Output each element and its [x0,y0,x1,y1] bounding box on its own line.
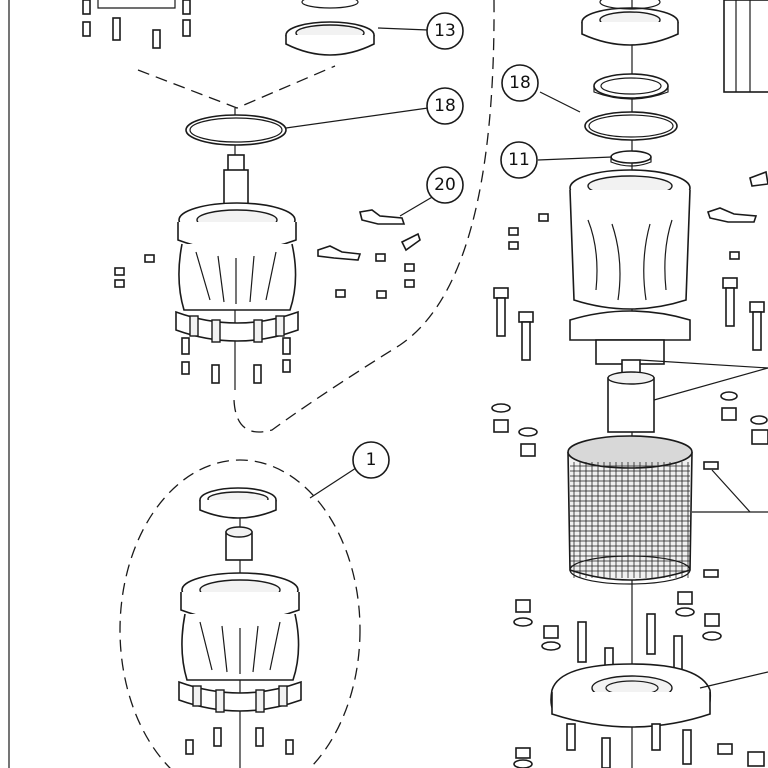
housing-bottom-bolts [181,337,291,384]
shaft-upper [223,154,249,211]
o-ring-18 [185,114,287,146]
coupling-sleeve [607,359,655,433]
leader-lines [285,27,768,689]
callout-20: 20 [426,166,464,204]
ring-upper-right [593,73,669,100]
bushing-lower [225,526,253,561]
pump-housing-lower [178,572,302,713]
lower-bolts [185,727,294,755]
base-flange [550,663,712,728]
pump-body-right [569,169,691,365]
callout-13-label: 13 [434,21,456,41]
callout-20-label: 20 [434,175,456,195]
washers-nuts-left [491,391,768,457]
group-boundary-upper [233,0,495,433]
callout-11: 11 [500,141,538,179]
callout-1: 1 [352,441,390,479]
callout-1-label: 1 [366,450,377,470]
callout-13: 13 [426,12,464,50]
nuts-right-group-a [508,213,740,260]
washer-11 [610,150,652,167]
assembly-guide-lines [137,65,336,109]
callout-18-right-label: 18 [509,73,531,93]
callout-11-label: 11 [508,150,530,170]
top-flange-right [581,0,679,46]
callout-18-left: 18 [426,87,464,125]
long-bolts [493,277,765,361]
group-boundary-1 [119,459,361,768]
nuts-left [114,254,155,288]
wedge-pieces-20 [317,209,421,299]
o-ring-18-right [584,111,678,141]
pump-housing-left [175,202,299,343]
wedges-right [706,170,768,223]
base-bolts [513,723,765,768]
mesh-screen [567,435,693,585]
bearing-ring-13 [285,0,375,56]
rail-bracket [723,0,768,93]
seal-ring-lower [199,487,277,519]
top-bolts [82,0,191,49]
callout-18-left-label: 18 [434,96,456,116]
mesh-bolts [703,461,719,578]
callout-18-right: 18 [501,64,539,102]
